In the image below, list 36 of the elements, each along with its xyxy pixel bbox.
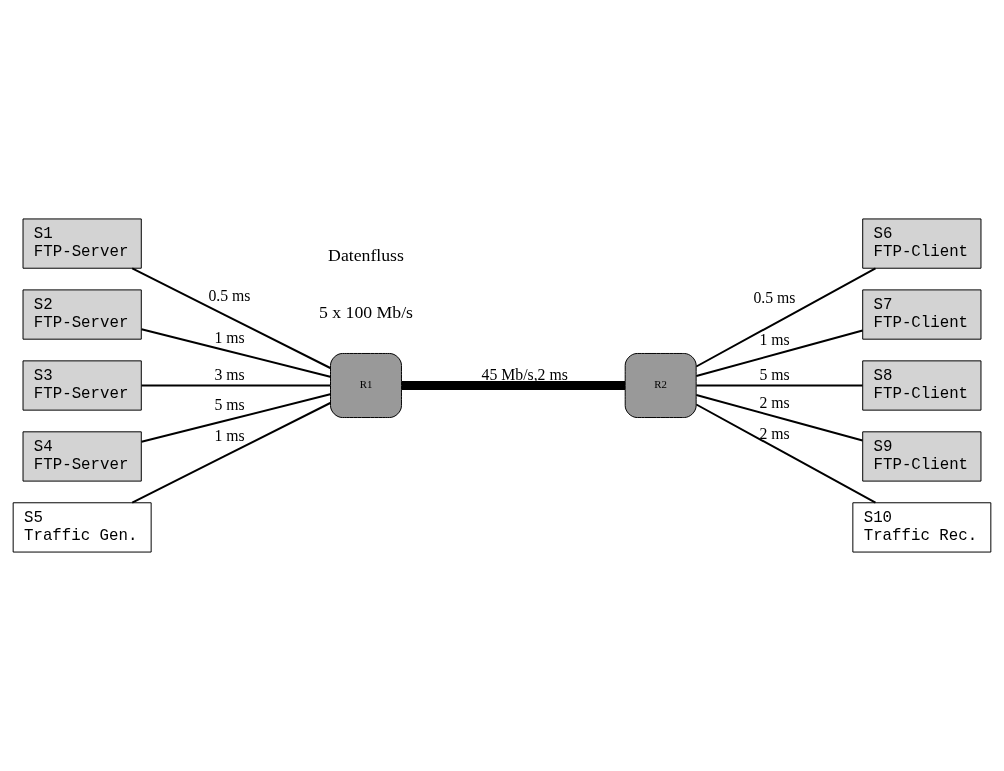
connector <box>695 267 877 368</box>
connector <box>131 402 332 504</box>
label: 5 x 100 Mb/s <box>318 301 414 322</box>
edge-label: 45 Mb/s,2 ms <box>481 366 568 384</box>
node-box: S10 Traffic Rec. <box>852 502 992 553</box>
connector <box>140 393 332 443</box>
node-box: S6 FTP-Client <box>862 218 982 269</box>
edge-label: 1 ms <box>759 330 790 348</box>
connector <box>401 381 625 390</box>
node-box: S7 FTP-Client <box>862 289 982 340</box>
edge-label: 1 ms <box>214 328 245 346</box>
connector <box>695 329 864 377</box>
connector <box>695 403 877 504</box>
connector <box>140 384 332 387</box>
node-box: S5 Traffic Gen. <box>12 502 152 553</box>
connector <box>695 394 864 442</box>
connector <box>695 384 864 387</box>
label: Datenfluss <box>328 244 404 265</box>
node-box: R1 <box>330 352 402 419</box>
node-box: R2 <box>624 352 697 419</box>
node-box: S3 FTP-Server <box>22 360 142 411</box>
edge-label: 3 ms <box>214 366 245 384</box>
connector <box>131 267 332 369</box>
node-box: S9 FTP-Client <box>862 431 982 482</box>
edge-label: 5 ms <box>759 366 790 384</box>
node-box: S4 FTP-Server <box>22 431 142 482</box>
edge-label: 0.5 ms <box>208 286 251 304</box>
node-box: S8 FTP-Client <box>862 360 982 411</box>
node-box: S2 FTP-Server <box>22 289 142 340</box>
edge-label: 0.5 ms <box>753 288 796 306</box>
edge-label: 5 ms <box>214 395 245 413</box>
edge-label: 2 ms <box>759 424 790 442</box>
edge-label: 1 ms <box>214 427 245 445</box>
connector <box>140 328 332 378</box>
edge-label: 2 ms <box>759 393 790 411</box>
node-box: S1 FTP-Server <box>22 218 142 269</box>
